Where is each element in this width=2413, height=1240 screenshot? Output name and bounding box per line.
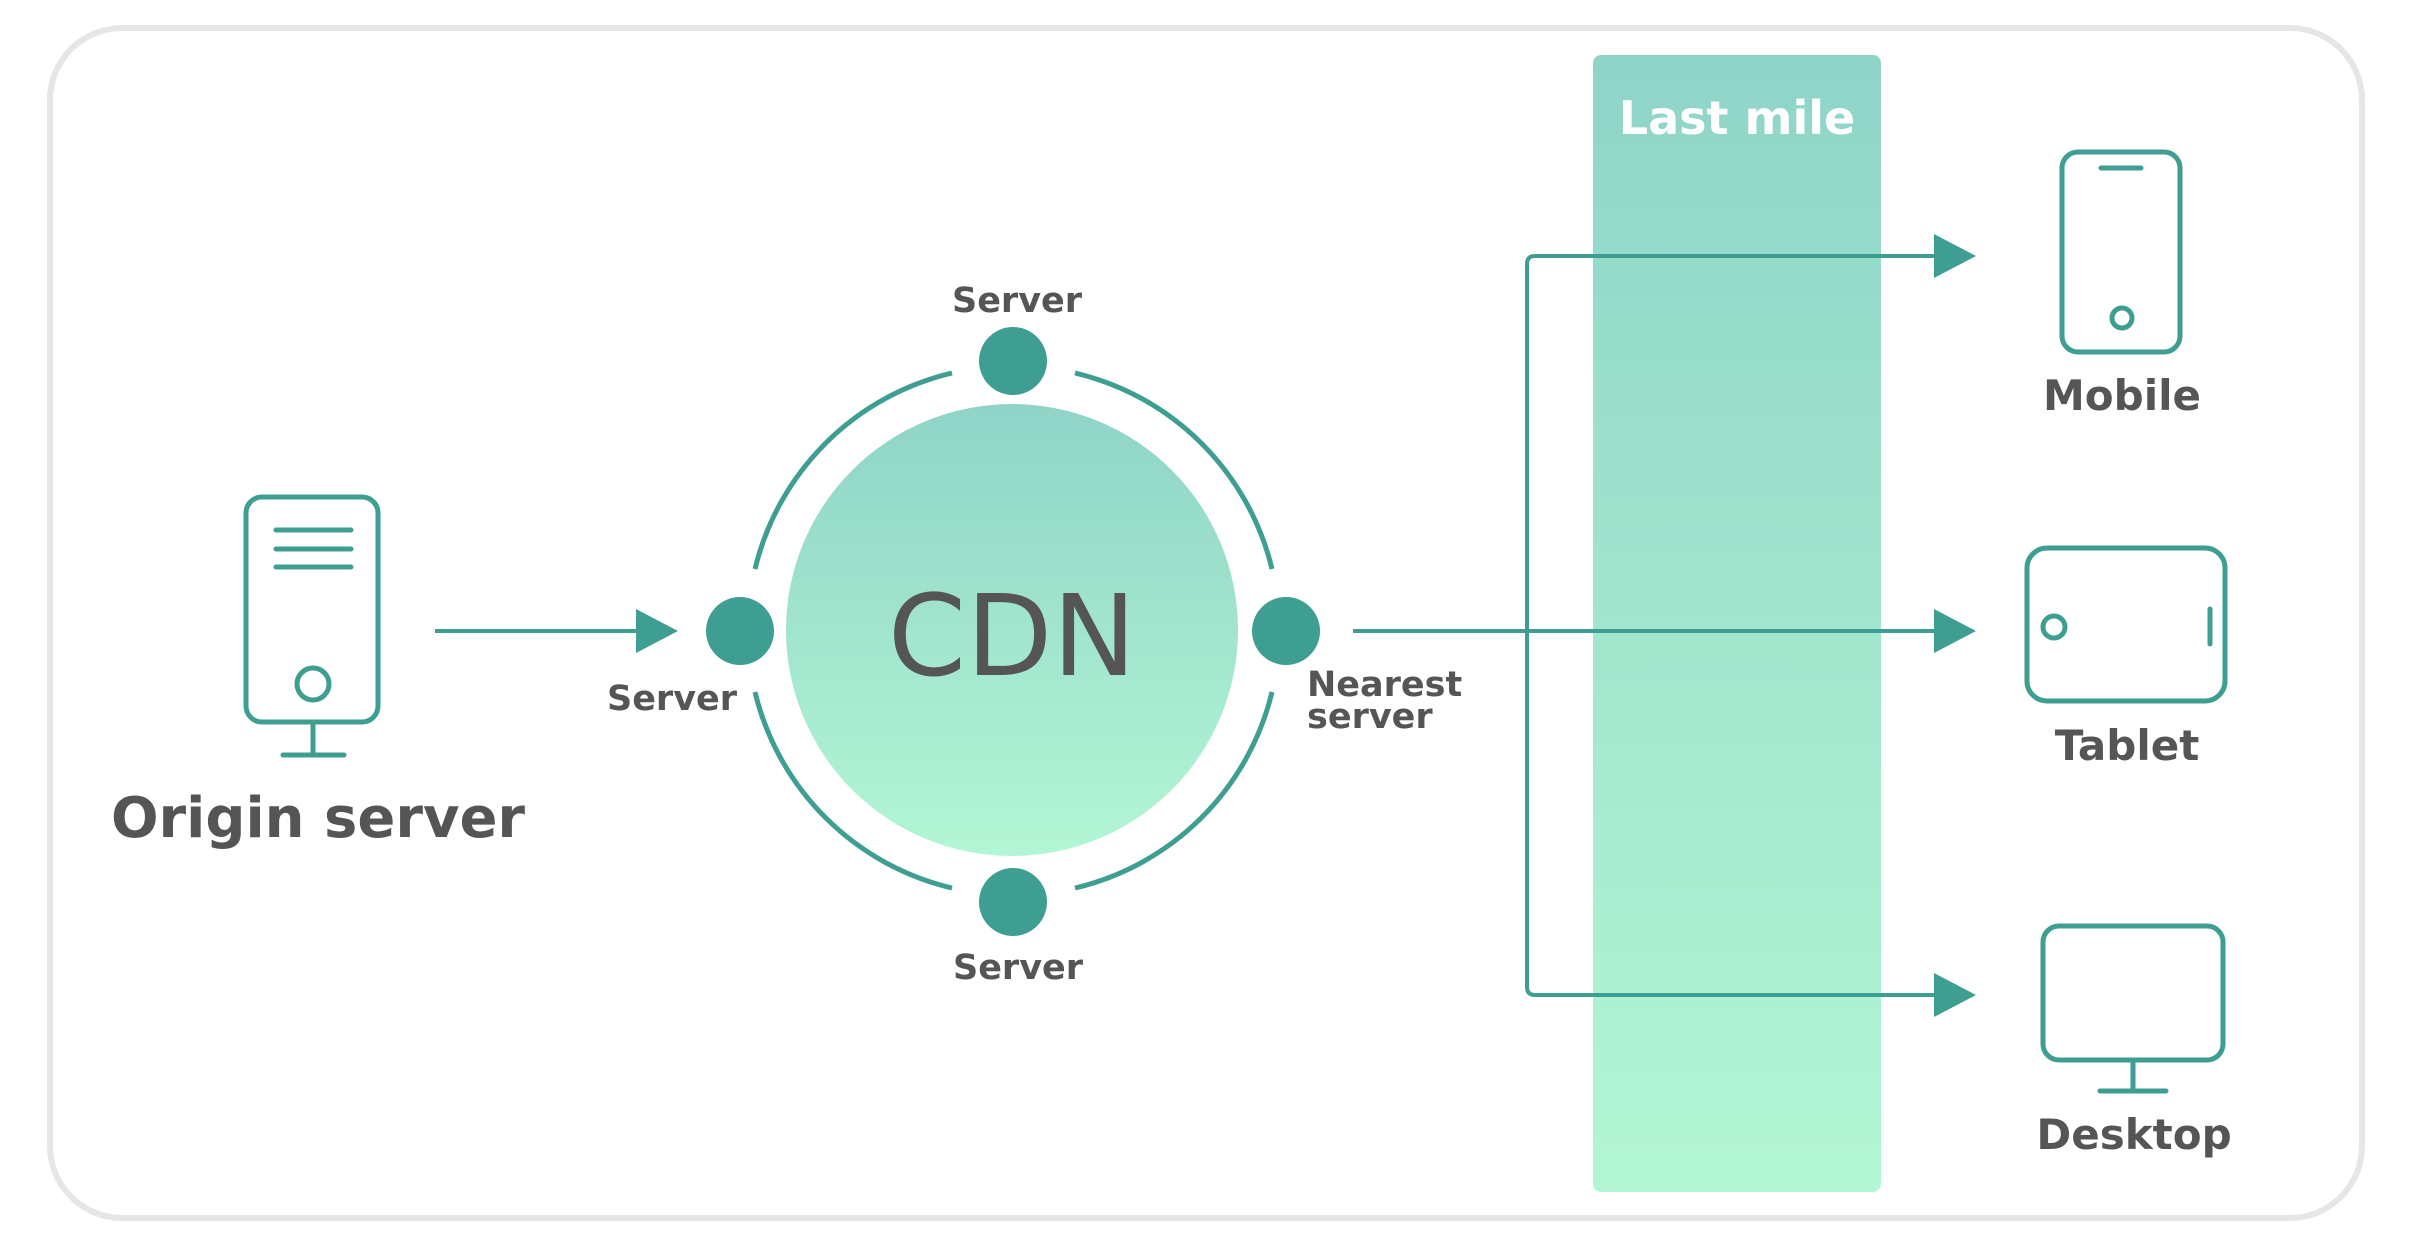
mobile-phone-icon (2059, 149, 2183, 355)
server-label-nearest-line2: server (1307, 697, 1433, 737)
device-label-mobile: Mobile (2043, 371, 2201, 420)
cdn-label: CDN (888, 572, 1136, 702)
device-label-tablet: Tablet (2055, 721, 2200, 770)
arrow-to-tablet (1934, 609, 1976, 653)
arrow-to-mobile (1934, 234, 1976, 278)
server-label-top: Server (952, 281, 1083, 321)
tablet-icon (2024, 545, 2228, 704)
last-mile-band (1593, 55, 1881, 1192)
cdn-server-node-bottom (979, 868, 1047, 936)
last-mile-label: Last mile (1619, 91, 1855, 145)
arrow-to-desktop (1934, 973, 1976, 1017)
desktop-monitor-icon (2040, 923, 2226, 1094)
distribution-lines (1353, 254, 1940, 997)
device-label-desktop: Desktop (2036, 1110, 2231, 1159)
server-label-nearest-line1: Nearest (1307, 665, 1462, 705)
server-tower-icon (243, 494, 381, 758)
origin-server-label: Origin server (111, 786, 525, 851)
server-label-bottom: Server (953, 948, 1084, 988)
cdn-cloud (786, 404, 1238, 856)
cdn-server-node-nearest (1252, 597, 1320, 665)
cdn-server-node-left (706, 597, 774, 665)
server-label-left: Server (607, 679, 738, 719)
cdn-server-node-top (979, 327, 1047, 395)
cdn-ring (752, 370, 1275, 891)
origin-to-cdn-arrow (435, 609, 678, 653)
